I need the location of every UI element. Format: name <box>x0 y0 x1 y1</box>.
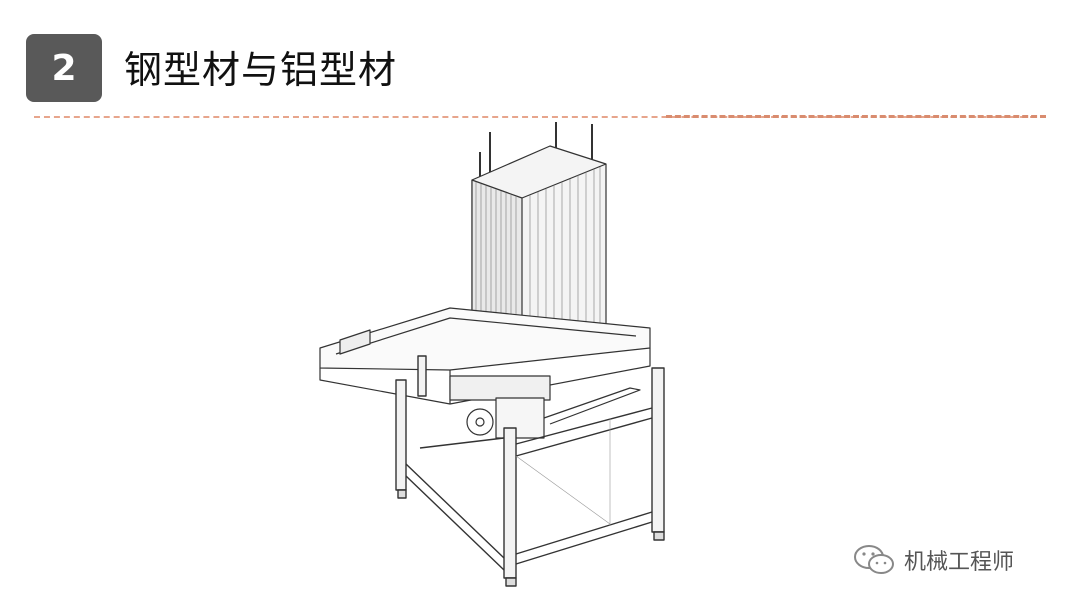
lower-frame <box>395 355 665 587</box>
title-divider-accent <box>666 115 1046 118</box>
top-conveyor <box>319 307 651 439</box>
slide-number: 2 <box>51 47 77 89</box>
machine-illustration <box>319 122 665 587</box>
watermark-text: 机械工程师 <box>904 550 1015 575</box>
slide-title: 钢型材与铝型材 <box>124 48 398 92</box>
wechat-icon <box>854 545 894 574</box>
watermark: 机械工程师 <box>852 540 1014 580</box>
slide-number-badge: 2 <box>26 34 102 102</box>
title-divider <box>34 116 1046 118</box>
